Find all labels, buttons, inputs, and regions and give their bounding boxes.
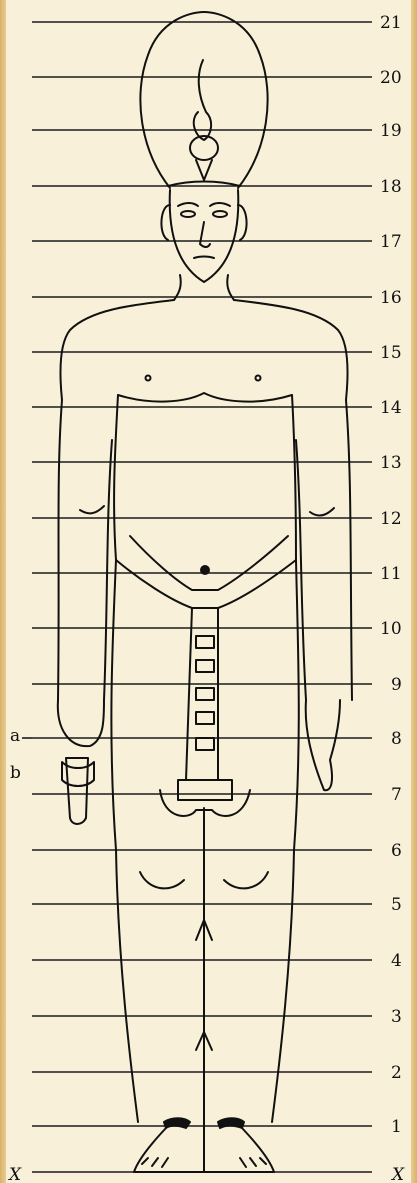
grid-label-18: 18 — [380, 177, 402, 197]
right-foot — [204, 1128, 274, 1172]
grid-label-4: 4 — [391, 951, 402, 971]
apron-bead-4 — [196, 712, 214, 724]
face-outline — [170, 190, 239, 282]
right-shoulder — [234, 300, 348, 400]
grid-labels: 21 20 19 18 17 16 15 14 13 12 11 10 9 8 … — [7, 13, 405, 1183]
left-toes — [142, 1158, 168, 1167]
left-fist — [58, 700, 104, 746]
right-eye — [213, 211, 227, 217]
grid-label-15: 15 — [380, 343, 402, 363]
grid-label-6: 6 — [391, 841, 402, 861]
grid-label-14: 14 — [380, 398, 402, 418]
grid-label-2: 2 — [391, 1063, 402, 1083]
right-ankle-mark — [218, 1118, 244, 1128]
uraeus-cobra — [194, 60, 211, 140]
torso-right — [292, 395, 296, 560]
right-ear — [238, 205, 247, 240]
right-elbow — [310, 508, 334, 515]
grid-label-9: 9 — [391, 675, 402, 695]
grid-label-17: 17 — [380, 232, 402, 252]
grid-label-7: 7 — [391, 785, 402, 805]
right-brow — [210, 203, 230, 206]
left-knee — [140, 872, 184, 888]
left-ear — [161, 205, 170, 240]
navel — [201, 566, 209, 574]
grid-label-12: 12 — [380, 509, 402, 529]
proportion-grid — [22, 22, 372, 1172]
side-label-b: b — [10, 763, 21, 783]
grid-label-1: 1 — [391, 1117, 402, 1137]
right-arm-outer — [346, 400, 352, 700]
baseline-label-right: X — [390, 1165, 405, 1183]
grid-label-3: 3 — [391, 1007, 402, 1027]
right-toes — [240, 1158, 266, 1167]
pectoral-line — [118, 393, 292, 402]
left-foot — [134, 1128, 204, 1172]
left-brow — [178, 203, 198, 206]
apron-band — [178, 780, 232, 800]
white-crown — [140, 12, 267, 188]
uraeus-tail — [196, 160, 212, 180]
left-arm-inner — [104, 440, 112, 700]
left-arm-outer — [58, 400, 62, 700]
apron-bead-5 — [196, 738, 214, 750]
grid-label-20: 20 — [380, 68, 402, 88]
right-leg-outer — [272, 560, 299, 1122]
grid-label-11: 11 — [380, 564, 402, 584]
grid-label-16: 16 — [380, 288, 402, 308]
grid-label-8: 8 — [391, 729, 402, 749]
left-leg-outer — [111, 560, 138, 1122]
left-shoulder — [60, 300, 174, 400]
grid-label-21: 21 — [380, 13, 402, 33]
right-nipple — [256, 376, 261, 381]
torso-left — [114, 395, 118, 560]
mouth — [194, 257, 214, 259]
grid-label-19: 19 — [380, 121, 402, 141]
left-elbow — [80, 506, 104, 513]
right-hand — [306, 700, 340, 790]
baseline-label-left: X — [7, 1165, 22, 1183]
nose — [200, 222, 210, 247]
left-eye — [181, 211, 195, 217]
grid-label-10: 10 — [380, 619, 402, 639]
left-ankle-mark — [164, 1118, 190, 1128]
right-knee — [224, 872, 268, 888]
left-nipple — [146, 376, 151, 381]
apron-bead-3 — [196, 688, 214, 700]
grid-label-13: 13 — [380, 453, 402, 473]
apron-bead-1 — [196, 636, 214, 648]
apron-bead-2 — [196, 660, 214, 672]
side-label-a: a — [10, 726, 20, 746]
grid-label-5: 5 — [391, 895, 402, 915]
